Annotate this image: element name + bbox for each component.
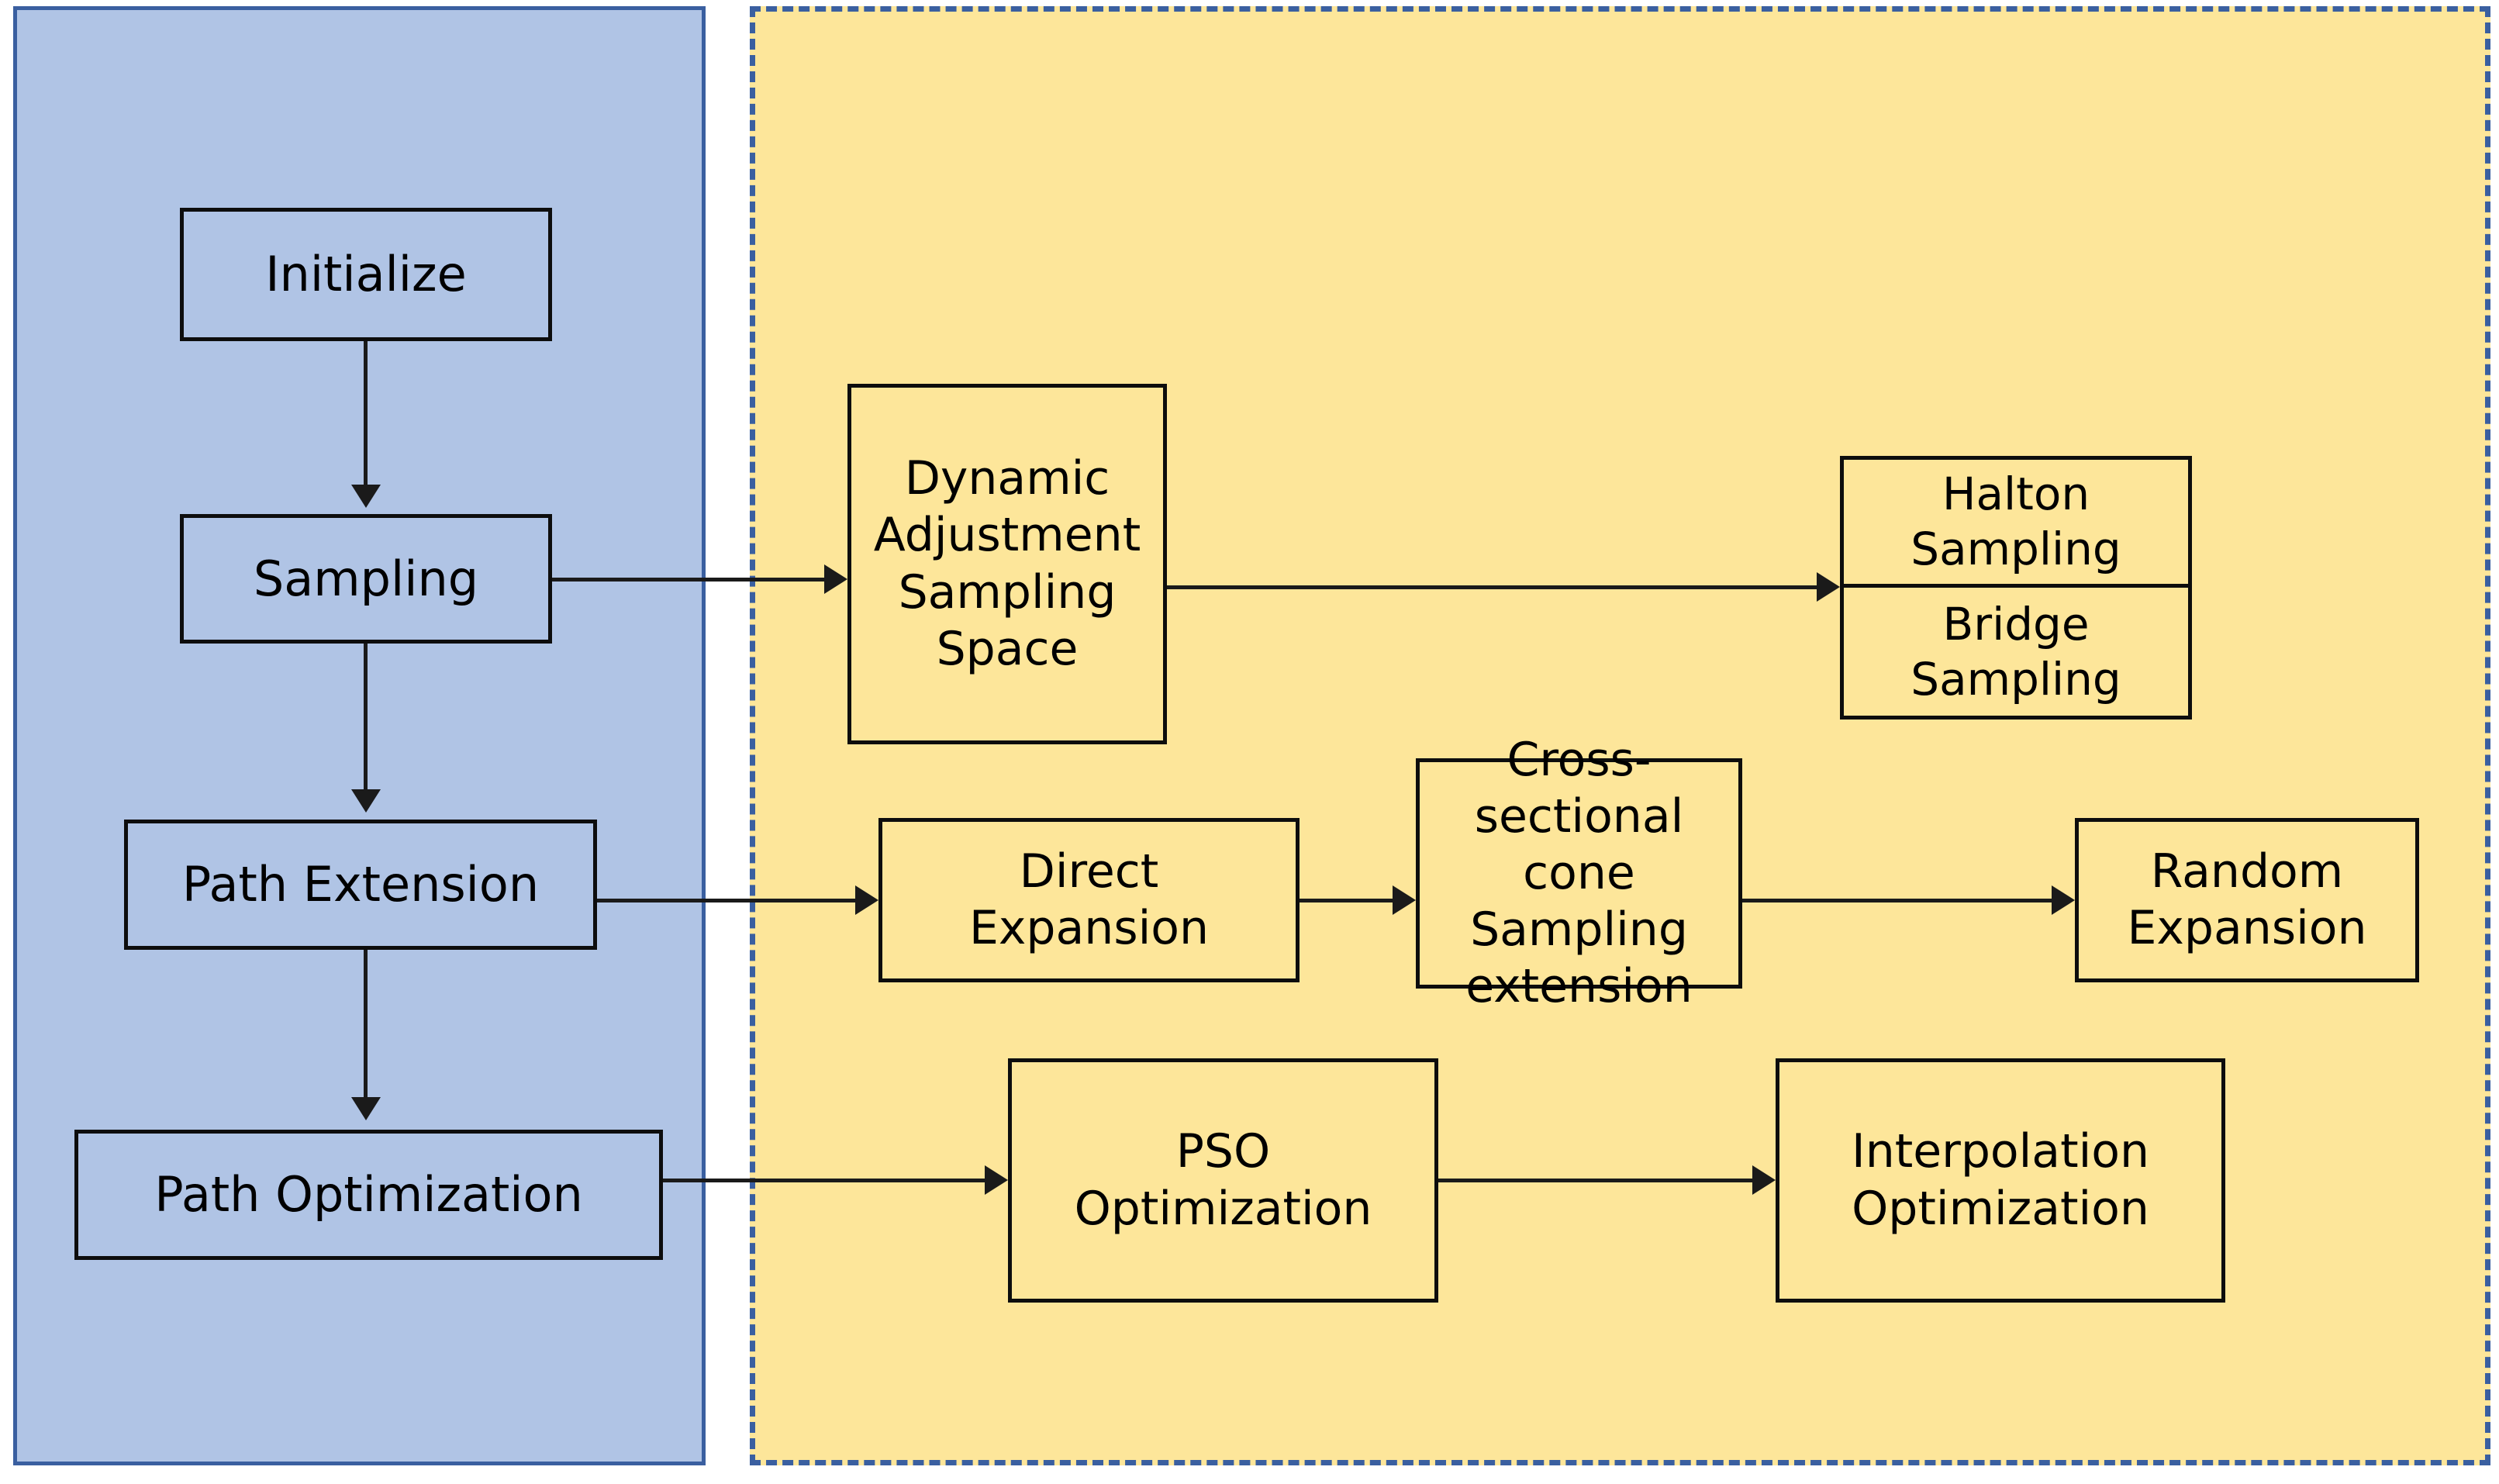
arrowhead-path-extension-to-path-optimization (351, 1097, 381, 1120)
node-initialize[interactable]: Initialize (180, 208, 552, 341)
node-halton-sampling[interactable]: Halton Sampling (1844, 460, 2188, 588)
node-interpolation-optimization-label-line2: Optimization (1852, 1181, 2149, 1236)
node-cross-sectional-label-line3: extension (1465, 959, 1693, 1014)
node-dynamic-adjustment-label-line1: Dynamic Adjustment (873, 451, 1141, 563)
node-dynamic-adjustment-label-line2: Sampling Space (898, 564, 1117, 676)
node-bridge-sampling-label: Bridge Sampling (1910, 597, 2121, 706)
arrowhead-pso-to-interpolation (1752, 1165, 1776, 1195)
arrowhead-path-extension-to-direct-expansion (855, 885, 878, 915)
node-cross-sectional-cone-sampling-extension[interactable]: Cross-sectional cone Sampling extension (1416, 733, 1742, 1013)
node-initialize-label: Initialize (265, 246, 467, 303)
node-pso-optimization-label-line2: Optimization (1074, 1181, 1372, 1236)
arrowhead-sampling-to-dynamic-adjustment (824, 564, 847, 594)
node-cross-sectional-label-line1: Cross-sectional (1474, 732, 1684, 844)
edge-path-optimization-to-pso-optimization (663, 1179, 985, 1182)
node-direct-expansion-label-line1: Direct (1019, 844, 1159, 899)
node-bridge-sampling[interactable]: Bridge Sampling (1844, 588, 2188, 716)
arrowhead-initialize-to-sampling (351, 485, 381, 508)
edge-dynamic-adjustment-to-sampling-methods (1167, 585, 1817, 589)
node-path-extension-label: Path Extension (181, 856, 540, 913)
edge-direct-expansion-to-cross-sectional (1300, 899, 1393, 902)
edge-sampling-to-path-extension (364, 644, 368, 789)
node-cross-sectional-label-line2: cone Sampling (1470, 845, 1688, 958)
node-halton-sampling-label: Halton Sampling (1910, 468, 2121, 575)
node-direct-expansion-label-line2: Expansion (969, 901, 1209, 955)
node-random-expansion[interactable]: Random Expansion (2075, 818, 2419, 982)
arrowhead-direct-expansion-to-cross-sectional (1393, 885, 1416, 915)
edge-pso-to-interpolation (1438, 1179, 1752, 1182)
arrowhead-sampling-to-path-extension (351, 789, 381, 813)
arrowhead-path-optimization-to-pso-optimization (985, 1165, 1008, 1195)
edge-path-extension-to-direct-expansion (597, 899, 855, 902)
node-random-expansion-label-line1: Random (2150, 844, 2344, 899)
node-pso-optimization[interactable]: PSO Optimization (1008, 1058, 1438, 1303)
node-direct-expansion[interactable]: Direct Expansion (878, 818, 1300, 982)
node-dynamic-adjustment-sampling-space[interactable]: Dynamic Adjustment Sampling Space (847, 384, 1167, 744)
node-sampling-methods-group[interactable]: Halton Sampling Bridge Sampling (1840, 456, 2192, 720)
node-random-expansion-label-line2: Expansion (2127, 901, 2367, 955)
node-sampling[interactable]: Sampling (180, 514, 552, 644)
edge-path-extension-to-path-optimization (364, 950, 368, 1097)
arrowhead-cross-sectional-to-random-expansion (2052, 885, 2075, 915)
arrowhead-dynamic-adjustment-to-sampling-methods (1817, 572, 1840, 602)
node-interpolation-optimization[interactable]: Interpolation Optimization (1776, 1058, 2225, 1303)
node-path-optimization[interactable]: Path Optimization (74, 1130, 663, 1260)
node-interpolation-optimization-label-line1: Interpolation (1852, 1124, 2149, 1179)
node-pso-optimization-label-line1: PSO (1175, 1124, 1271, 1179)
node-sampling-label: Sampling (253, 550, 479, 607)
edge-sampling-to-dynamic-adjustment (552, 578, 827, 582)
node-path-extension[interactable]: Path Extension (124, 820, 597, 950)
node-path-optimization-label: Path Optimization (154, 1166, 583, 1223)
edge-initialize-to-sampling (364, 341, 368, 485)
edge-cross-sectional-to-random-expansion (1742, 899, 2052, 902)
